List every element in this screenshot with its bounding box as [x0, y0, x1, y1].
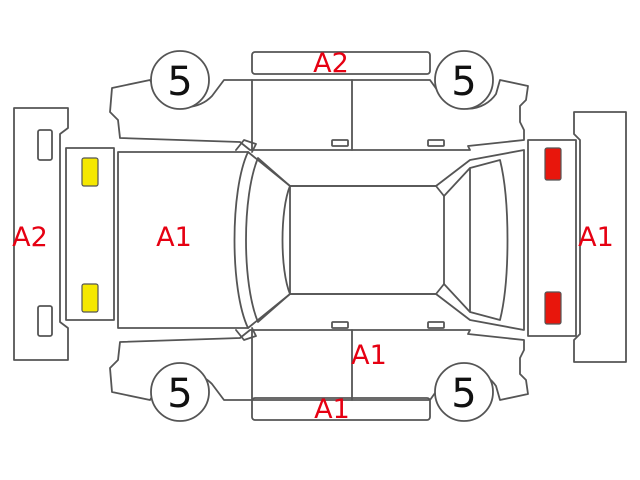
right-mirror — [235, 327, 257, 341]
windshield — [233, 151, 291, 329]
label-right-sill: A1 — [314, 394, 350, 425]
label-front-bumper: A2 — [12, 222, 48, 253]
wheel-front-left-number: 5 — [167, 59, 192, 105]
rear-lamp-bottom-icon — [544, 291, 562, 325]
wheel-front-left: 5 — [150, 50, 210, 110]
left-mirror — [235, 139, 257, 153]
sill-strip-bottom — [251, 397, 431, 421]
label-right-door: A1 — [351, 340, 387, 371]
wheel-rear-right: 5 — [434, 362, 494, 422]
wheel-front-right-number: 5 — [167, 371, 192, 417]
roof-strip-top — [251, 51, 431, 75]
front-fog-lamp-top — [37, 129, 53, 161]
left-rear-handle — [427, 139, 445, 147]
right-door-lines — [251, 329, 353, 401]
rear-lamp-top-icon — [544, 147, 562, 181]
front-fog-lamp-bottom — [37, 305, 53, 337]
front-lamp-top-icon — [81, 157, 99, 187]
wheel-front-right: 5 — [150, 362, 210, 422]
wheel-rear-right-number: 5 — [451, 371, 476, 417]
wheel-rear-left-number: 5 — [451, 59, 476, 105]
front-lamp-bottom-icon — [81, 283, 99, 313]
right-rear-handle — [427, 321, 445, 329]
front-bumper-panel — [13, 107, 69, 361]
roof-panel — [281, 185, 445, 295]
wheel-rear-left: 5 — [434, 50, 494, 110]
left-front-door-lines — [251, 79, 353, 151]
left-front-handle — [331, 139, 349, 147]
label-hood: A1 — [156, 222, 192, 253]
rear-bumper-panel — [573, 111, 627, 363]
label-roof-top: A2 — [313, 48, 349, 79]
rear-window — [443, 159, 509, 321]
right-front-handle — [331, 321, 349, 329]
label-rear-bumper: A1 — [578, 222, 614, 253]
